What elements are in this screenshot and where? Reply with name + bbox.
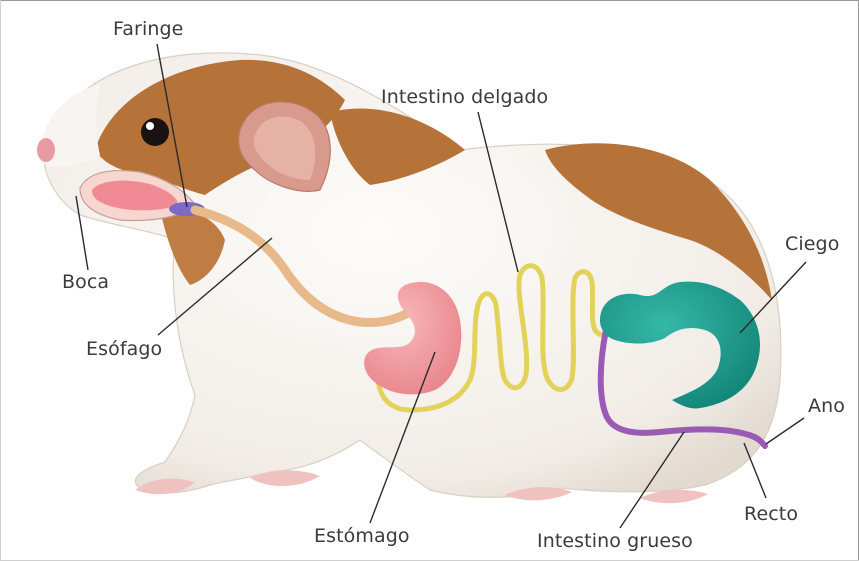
label-intestino-delgado: Intestino delgado <box>381 88 548 107</box>
label-intestino-grueso: Intestino grueso <box>537 532 693 551</box>
label-boca: Boca <box>62 273 109 292</box>
label-estomago: Estómago <box>314 527 410 546</box>
eye <box>141 118 169 146</box>
label-ciego: Ciego <box>785 235 839 254</box>
label-esofago: Esófago <box>86 340 162 359</box>
label-ano: Ano <box>808 397 845 416</box>
label-faringe: Faringe <box>113 20 183 39</box>
label-recto: Recto <box>744 505 798 524</box>
eye-highlight <box>146 122 154 130</box>
nose <box>37 138 55 162</box>
